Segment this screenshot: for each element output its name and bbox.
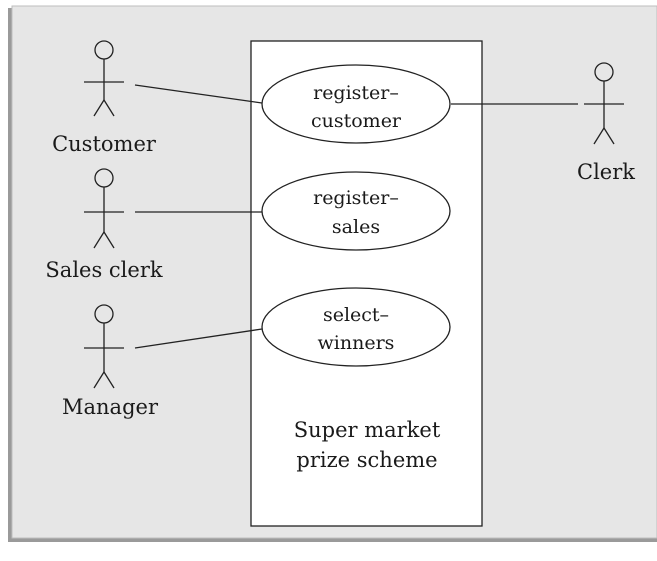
use-case-label-line1: register– — [313, 82, 399, 104]
diagram-frame-shadow — [8, 8, 14, 542]
stick-figure-icon — [584, 62, 624, 145]
use-case-ellipse — [261, 64, 451, 144]
actor-clerk: Clerk — [577, 62, 635, 184]
association-customer-register-customer — [134, 84, 263, 104]
actor-label: Sales clerk — [45, 258, 162, 282]
use-case-label-line1: register– — [313, 187, 399, 209]
actor-sales-clerk: Sales clerk — [45, 168, 163, 282]
actor-label: Customer — [52, 132, 157, 156]
actor-manager: Manager — [62, 304, 159, 419]
stick-figure-icon — [84, 40, 124, 117]
use-case-ellipse — [261, 287, 451, 367]
system-label-line2: prize scheme — [296, 448, 437, 472]
actor-label: Clerk — [577, 160, 635, 184]
stick-figure-icon — [84, 304, 124, 389]
use-case-register-customer: register– customer — [261, 64, 451, 144]
association-manager-select-winners — [134, 328, 263, 349]
use-case-label-line1: select– — [323, 304, 389, 326]
system-label-line1: Super market — [294, 418, 441, 442]
actor-label: Manager — [62, 395, 159, 419]
use-case-label-line2: customer — [311, 110, 402, 132]
stick-figure-icon — [84, 168, 124, 249]
use-case-label-line2: sales — [332, 216, 380, 238]
use-case-register-sales: register– sales — [261, 171, 451, 251]
use-case-select-winners: select– winners — [261, 287, 451, 367]
actor-customer: Customer — [52, 40, 157, 156]
diagram-frame-shadow-bottom — [8, 536, 657, 542]
use-case-label-line2: winners — [318, 332, 395, 354]
use-case-ellipse — [261, 171, 451, 251]
